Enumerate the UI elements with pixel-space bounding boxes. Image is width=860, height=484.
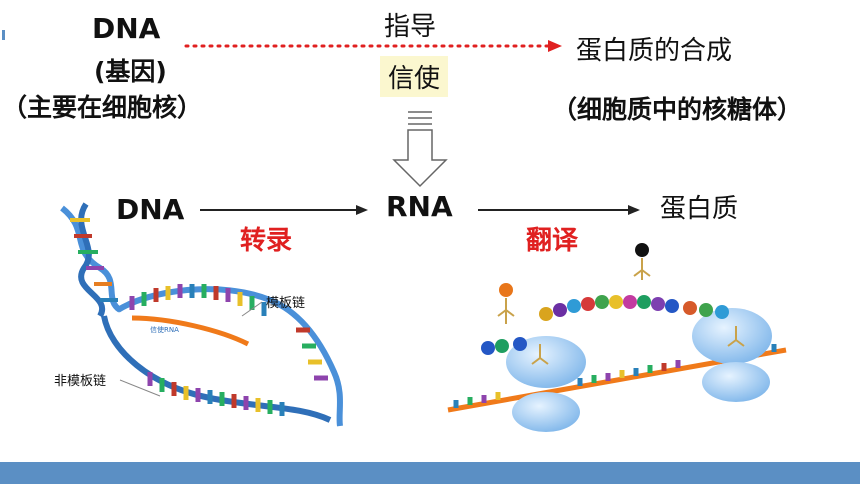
flow-rna-label: RNA (386, 190, 453, 223)
flow-protein-label: 蛋白质 (660, 194, 739, 224)
top-nucleus-label: （主要在细胞核） (2, 93, 203, 122)
non-template-strand-label: 非模板链 (54, 374, 107, 389)
svg-text:信使RNA: 信使RNA (150, 325, 179, 334)
transcription-label: 转录 (240, 226, 293, 256)
footer-bar (0, 462, 860, 484)
ribosome-label: （细胞质中的核糖体） (552, 95, 803, 124)
edge-mark (2, 30, 5, 40)
flow-arrow-transcription (200, 205, 368, 215)
guide-label: 指导 (384, 12, 437, 42)
dna-transcription-illustration: 信使RNA (60, 202, 343, 427)
flow-arrow-translation (478, 205, 640, 215)
synthesis-label: 蛋白质的合成 (576, 36, 733, 66)
translation-illustration (447, 243, 787, 432)
top-gene-label: (基因) (94, 57, 167, 86)
dotted-arrow (184, 40, 562, 52)
hollow-down-arrow (392, 111, 448, 188)
template-strand-label: 模板链 (266, 296, 306, 311)
translation-label: 翻译 (526, 226, 579, 256)
messenger-label: 信使 (380, 56, 449, 97)
top-dna-label: DNA (92, 12, 161, 45)
flow-dna-label: DNA (116, 193, 185, 226)
